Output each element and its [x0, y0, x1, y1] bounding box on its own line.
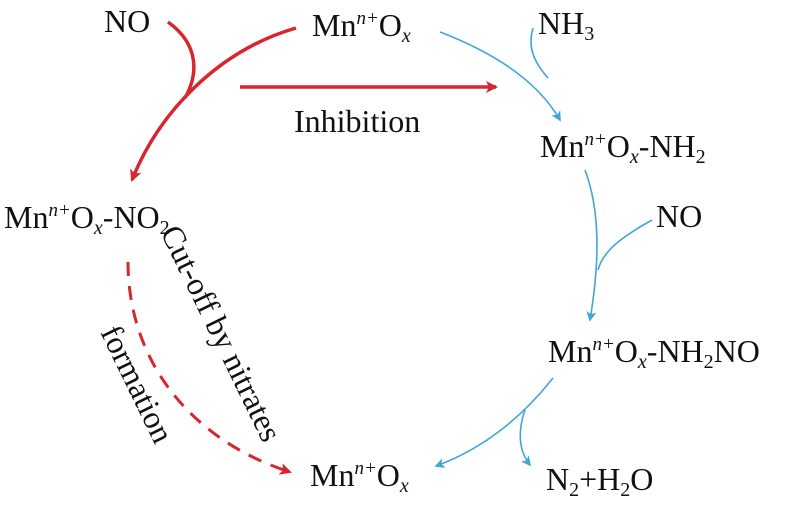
- no-reactant-left-label: NO: [104, 3, 150, 39]
- blue-products-outlet-arrow: [519, 409, 532, 467]
- top-mnox-label: Mnn+Ox: [312, 7, 411, 47]
- blue-arc-top-to-nh2: [439, 31, 561, 122]
- red-no-inlet-curve: [166, 20, 196, 99]
- mnox-no2-label: Mnn+Ox-NO2: [4, 199, 170, 239]
- blue-nh3-inlet-curve: [530, 27, 549, 79]
- blue-arc-nh2-to-nh2no: [584, 169, 598, 322]
- no-reactant-right-label: NO: [656, 198, 702, 234]
- red-cycle-arc-arrow: [130, 26, 297, 182]
- nh3-reactant-label: NH3: [538, 5, 594, 45]
- inhibition-label: Inhibition: [294, 103, 420, 139]
- bottom-mnox-label: Mnn+Ox: [310, 457, 409, 497]
- formation-label: formation: [94, 319, 182, 448]
- products-label: N2+H2O: [546, 461, 653, 501]
- red-dashed-formation-arrow: [126, 261, 292, 475]
- mnox-nh2no-label: Mnn+Ox-NH2NO: [548, 333, 760, 373]
- mnox-nh2-label: Mnn+Ox-NH2: [540, 128, 706, 168]
- blue-arc-nh2no-to-bottom: [434, 377, 554, 468]
- blue-no-inlet-curve: [597, 219, 653, 271]
- cutoff-by-nitrates-label: Cut-off by nitrates: [154, 219, 290, 447]
